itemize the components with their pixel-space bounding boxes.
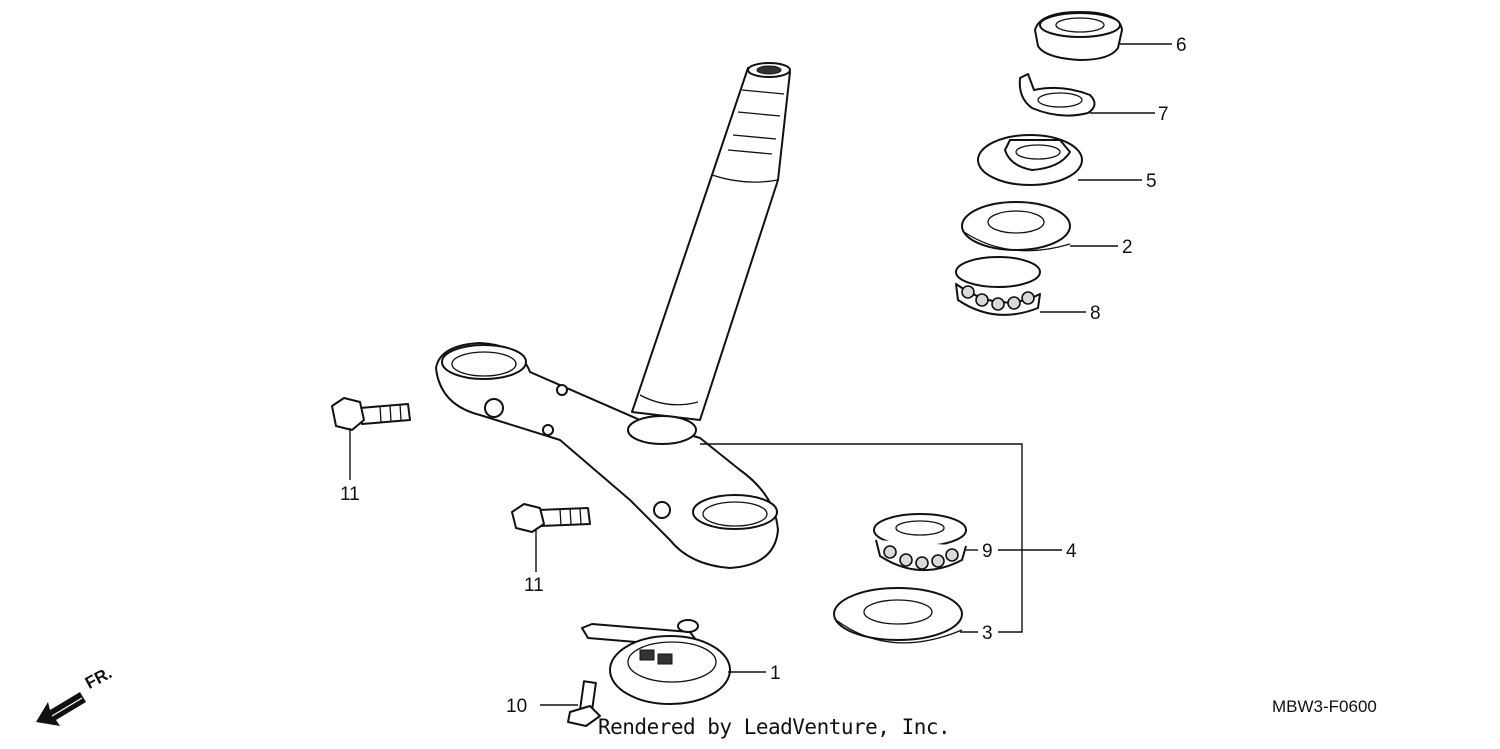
callout-10: 10: [506, 696, 527, 717]
bolt-11-lower[interactable]: [511, 503, 591, 533]
callout-5: 5: [1146, 171, 1157, 192]
bolt-11-upper[interactable]: [331, 397, 411, 431]
callout-9: 9: [982, 541, 993, 562]
callout-11-lower: 11: [524, 575, 544, 596]
callout-labels: 6 7 5 2 8 9 4 3 1 10 11 11: [340, 35, 1187, 717]
callout-8: 8: [1090, 303, 1101, 324]
lower-bearing-9[interactable]: [873, 513, 967, 571]
dust-seal-3[interactable]: [833, 587, 963, 644]
top-race-2[interactable]: [961, 201, 1071, 252]
diagram-code: MBW3-F0600: [1272, 697, 1377, 716]
callout-11-upper: 11: [340, 484, 360, 505]
lock-washer-7[interactable]: [1018, 73, 1096, 117]
adjusting-nut-5[interactable]: [977, 134, 1083, 186]
leader-lines: [349, 43, 1172, 706]
bolt-10[interactable]: [567, 680, 601, 727]
steering-stem-assembly[interactable]: [435, 62, 791, 569]
callout-7: 7: [1158, 104, 1169, 125]
stem-nut-6[interactable]: [1034, 11, 1123, 61]
footer-credit: Rendered by LeadVenture, Inc.: [598, 715, 951, 739]
front-direction-arrow-icon: [36, 692, 86, 726]
callout-3: 3: [982, 623, 993, 644]
horn-1[interactable]: [581, 619, 731, 705]
callout-1: 1: [770, 663, 781, 684]
callout-4: 4: [1066, 541, 1077, 562]
upper-bearing-8[interactable]: [955, 256, 1041, 316]
callout-6: 6: [1176, 35, 1187, 56]
callout-2: 2: [1122, 237, 1133, 258]
